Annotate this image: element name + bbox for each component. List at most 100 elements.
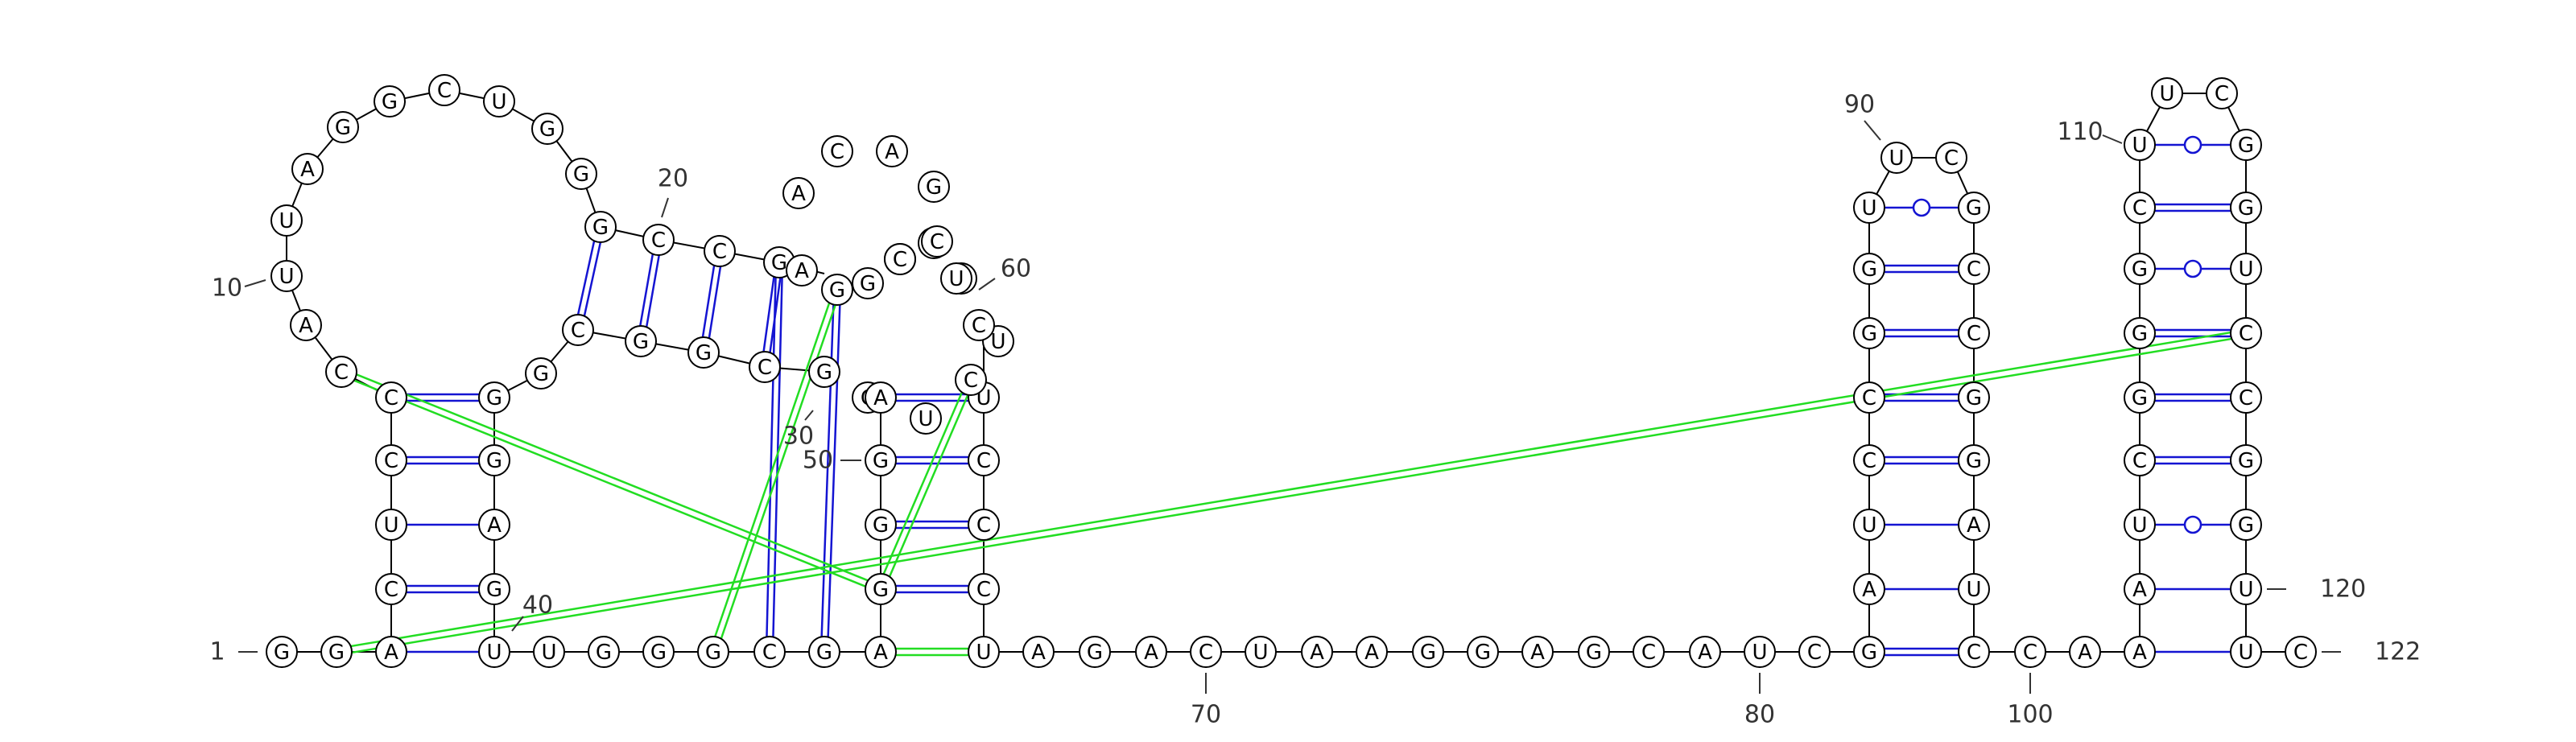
svg-text:A: A bbox=[300, 158, 315, 182]
svg-text:A: A bbox=[795, 259, 809, 283]
position-tick bbox=[1864, 120, 1881, 141]
nucleotide-g: G bbox=[865, 444, 897, 476]
nucleotide-g: G bbox=[374, 85, 406, 117]
svg-text:G: G bbox=[1966, 449, 1982, 473]
nucleotide-a: A bbox=[375, 636, 407, 668]
svg-text:G: G bbox=[1966, 196, 1982, 221]
tertiary-interaction bbox=[336, 335, 2247, 657]
svg-text:G: G bbox=[1861, 258, 1877, 282]
svg-text:C: C bbox=[762, 641, 777, 665]
svg-text:G: G bbox=[771, 251, 787, 275]
nucleotide-a: A bbox=[1356, 636, 1388, 668]
position-label-60: 60 bbox=[1001, 255, 1031, 283]
nucleotide-c: C bbox=[968, 444, 1000, 476]
svg-text:C: C bbox=[2239, 322, 2253, 346]
svg-text:A: A bbox=[384, 641, 398, 665]
nucleotide-g: G bbox=[327, 111, 359, 143]
svg-text:C: C bbox=[1807, 641, 1822, 665]
svg-text:A: A bbox=[299, 314, 313, 338]
nucleotide-c: C bbox=[753, 636, 786, 668]
nucleotide-g: G bbox=[2124, 253, 2156, 285]
position-tick bbox=[2102, 134, 2123, 144]
svg-text:C: C bbox=[384, 578, 398, 602]
nucleotide-g: G bbox=[478, 573, 510, 605]
nucleotide-a: A bbox=[1135, 636, 1167, 668]
position-label-110: 110 bbox=[2057, 118, 2103, 146]
nucleotide-c: C bbox=[2206, 77, 2238, 109]
tertiary-interaction bbox=[336, 328, 2246, 650]
nucleotide-g: G bbox=[588, 636, 620, 668]
nucleotide-g: G bbox=[584, 211, 617, 243]
nucleotide-c: C bbox=[968, 573, 1000, 605]
nucleotide-g: G bbox=[642, 636, 675, 668]
svg-text:G: G bbox=[1861, 322, 1877, 346]
tertiary-interaction bbox=[342, 368, 882, 587]
tertiary-interaction bbox=[340, 373, 880, 593]
svg-text:G: G bbox=[335, 116, 351, 140]
svg-text:G: G bbox=[829, 278, 845, 303]
nucleotide-a: A bbox=[1022, 636, 1055, 668]
nucleotide-a: A bbox=[2069, 636, 2101, 668]
nucleotide-u: U bbox=[1880, 142, 1913, 174]
tertiary-interaction bbox=[709, 288, 836, 652]
svg-text:G: G bbox=[2132, 322, 2148, 346]
svg-text:G: G bbox=[2238, 513, 2254, 538]
nucleotide-g: G bbox=[865, 573, 897, 605]
svg-text:A: A bbox=[2132, 578, 2147, 602]
tertiary-interactions bbox=[336, 288, 2247, 657]
position-label-80: 80 bbox=[1744, 701, 1775, 729]
nucleotide-g: G bbox=[1853, 253, 1885, 285]
svg-text:A: A bbox=[2078, 641, 2092, 665]
wobble-marker bbox=[2183, 259, 2202, 278]
svg-text:C: C bbox=[758, 356, 772, 380]
svg-text:C: C bbox=[1967, 322, 1981, 346]
nucleotide-c: C bbox=[821, 135, 853, 167]
wobble-marker bbox=[1912, 198, 1931, 217]
svg-text:C: C bbox=[830, 140, 844, 164]
nucleotide-u: U bbox=[270, 260, 303, 292]
nucleotide-a: A bbox=[478, 509, 510, 541]
svg-text:C: C bbox=[1862, 386, 1876, 410]
nucleotide-u: U bbox=[270, 204, 303, 237]
nucleotide-c: C bbox=[955, 364, 987, 396]
base-pair-gc bbox=[819, 289, 836, 652]
nucleotide-u: U bbox=[478, 636, 510, 668]
svg-text:G: G bbox=[1861, 641, 1877, 665]
svg-text:U: U bbox=[541, 641, 556, 665]
nucleotide-a: A bbox=[865, 636, 897, 668]
svg-text:A: A bbox=[1967, 513, 1981, 538]
nucleotide-u: U bbox=[2230, 573, 2262, 605]
base-pair-gc bbox=[642, 240, 663, 342]
nucleotide-c: C bbox=[642, 224, 675, 256]
svg-text:U: U bbox=[1889, 146, 1904, 171]
svg-text:C: C bbox=[976, 578, 991, 602]
svg-text:A: A bbox=[791, 182, 806, 206]
nucleotide-g: G bbox=[2230, 444, 2262, 476]
nucleotide-u: U bbox=[2230, 253, 2262, 285]
position-label-50: 50 bbox=[803, 447, 833, 475]
tertiary-interaction bbox=[715, 290, 841, 653]
nucleotide-c: C bbox=[375, 444, 407, 476]
base-pair-gc bbox=[760, 262, 778, 367]
nucleotide-g: G bbox=[2124, 381, 2156, 414]
nucleotide-g: G bbox=[1958, 444, 1990, 476]
nucleotide-c: C bbox=[921, 225, 953, 258]
nucleotide-c: C bbox=[704, 235, 736, 267]
nucleotide-c: C bbox=[1935, 142, 1967, 174]
nucleotide-a: A bbox=[1958, 509, 1990, 541]
nucleotide-c: C bbox=[963, 309, 995, 341]
nucleotide-g: G bbox=[687, 336, 720, 369]
nucleotide-c: C bbox=[325, 356, 357, 388]
nucleotide-g: G bbox=[266, 636, 298, 668]
nucleotide-c: C bbox=[749, 351, 781, 383]
svg-text:U: U bbox=[383, 513, 398, 538]
nucleotide-c: C bbox=[2230, 381, 2262, 414]
nucleotide-g: G bbox=[2124, 317, 2156, 349]
nucleotide-g: G bbox=[565, 158, 597, 190]
svg-text:U: U bbox=[1966, 578, 1981, 602]
nucleotide-a: A bbox=[782, 177, 815, 209]
nucleotide-a: A bbox=[876, 135, 908, 167]
svg-text:G: G bbox=[1475, 641, 1491, 665]
nucleotide-g: G bbox=[918, 171, 950, 203]
base-pair-gc bbox=[699, 250, 718, 352]
